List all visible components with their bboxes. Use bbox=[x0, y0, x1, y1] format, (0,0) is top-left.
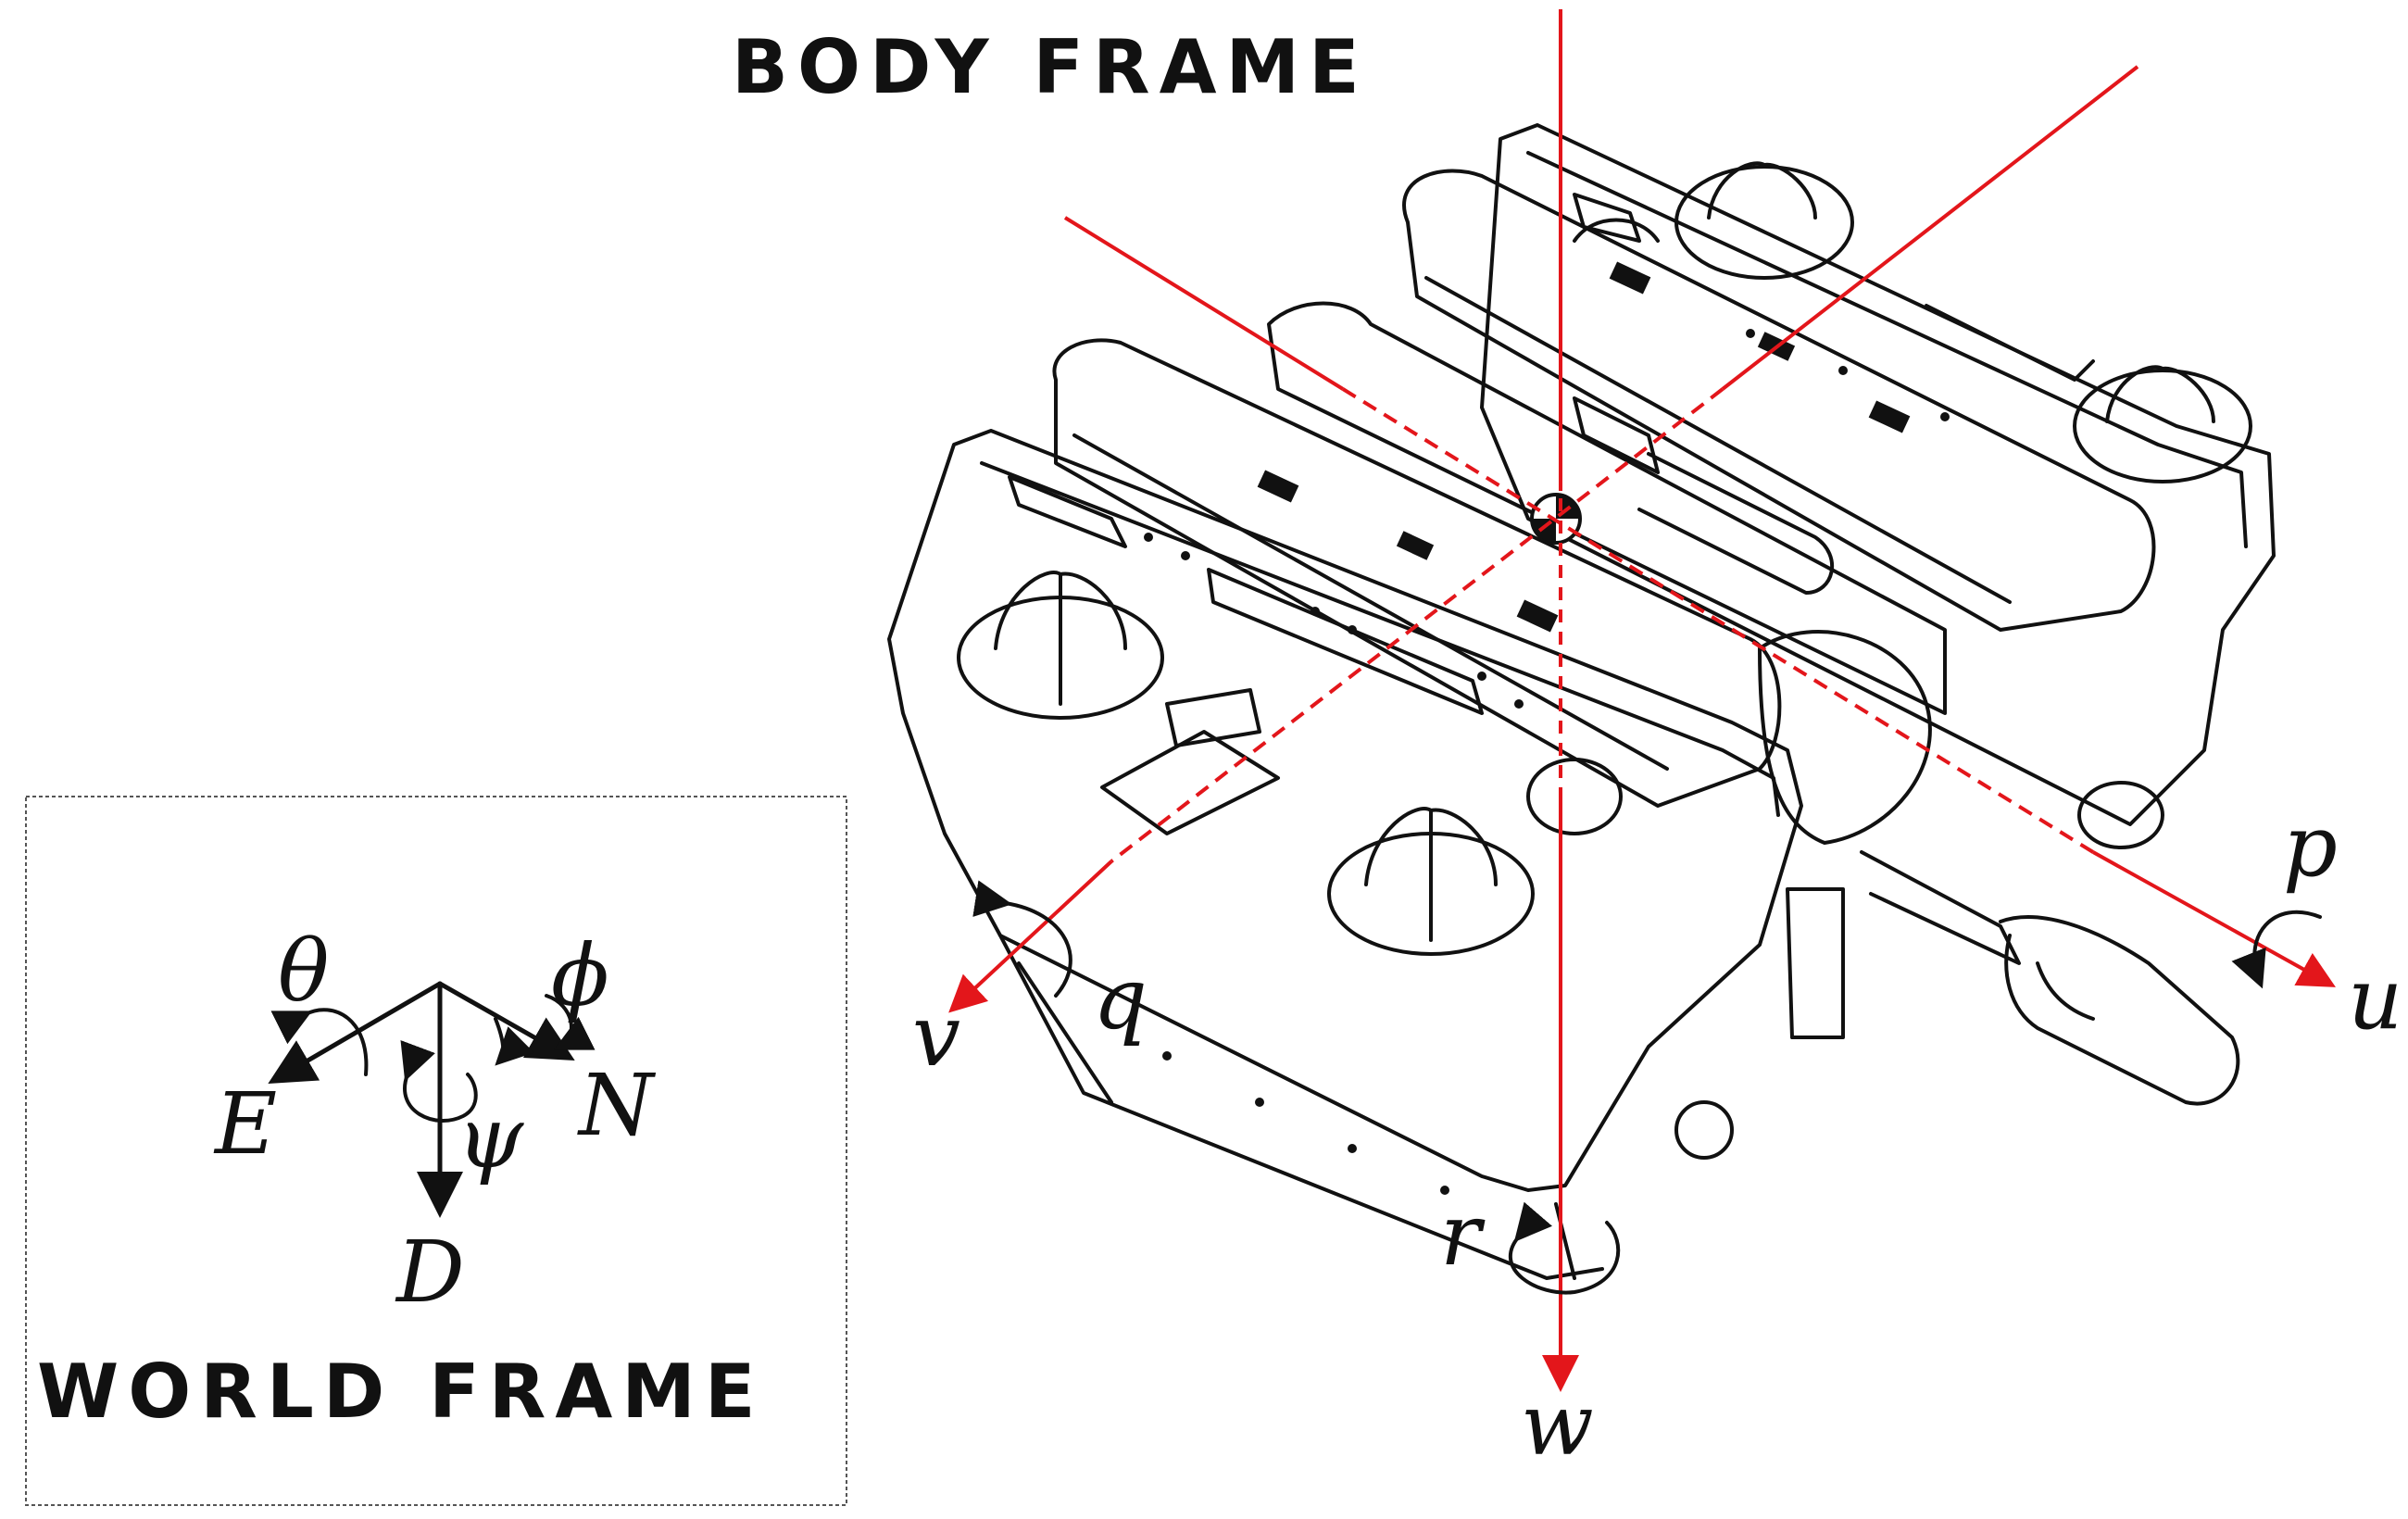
surge-axis-solid-tail bbox=[1063, 216, 1345, 391]
surge-axis-dashed bbox=[1341, 387, 2095, 854]
pitch-angle-label: θ bbox=[278, 922, 329, 1021]
sway-axis-dashed bbox=[1110, 387, 1724, 863]
pitch-rate-label: q bbox=[1093, 949, 1148, 1048]
yaw-rate-label: r bbox=[1440, 1186, 1486, 1285]
north-axis bbox=[437, 981, 575, 1061]
down-label: D bbox=[395, 1223, 465, 1322]
sway-axis-solid-tail bbox=[1721, 65, 2139, 391]
yaw-angle-arrow bbox=[400, 1040, 478, 1123]
surge-axis-arrow bbox=[2092, 850, 2336, 987]
world-frame-box bbox=[25, 796, 847, 1506]
yaw-rotation-icon bbox=[1508, 1201, 1621, 1295]
yaw-angle-label: ψ bbox=[457, 1088, 524, 1187]
world-axes bbox=[268, 981, 596, 1218]
rov-vehicle-icon bbox=[887, 123, 2276, 1280]
body-axes bbox=[948, 9, 2336, 1392]
pitch-angle-arrow bbox=[270, 1008, 369, 1076]
world-frame-title: WORLD FRAME bbox=[37, 1349, 765, 1435]
roll-rotation-icon bbox=[2231, 910, 2322, 989]
roll-angle-arrow-2 bbox=[494, 1017, 534, 1066]
pitch-rotation-icon bbox=[972, 880, 1072, 998]
body-frame-title: BODY FRAME bbox=[732, 24, 1369, 110]
surge-label: u bbox=[2348, 949, 2402, 1048]
sway-label: v bbox=[912, 986, 960, 1086]
roll-rate-label: p bbox=[2283, 797, 2338, 896]
roll-angle-arrow bbox=[545, 994, 596, 1050]
east-label: E bbox=[213, 1074, 277, 1174]
roll-angle-label: ϕ bbox=[551, 926, 609, 1025]
north-label: N bbox=[577, 1056, 657, 1155]
heave-label: w bbox=[1521, 1375, 1594, 1475]
sway-axis-arrow bbox=[948, 860, 1113, 1013]
